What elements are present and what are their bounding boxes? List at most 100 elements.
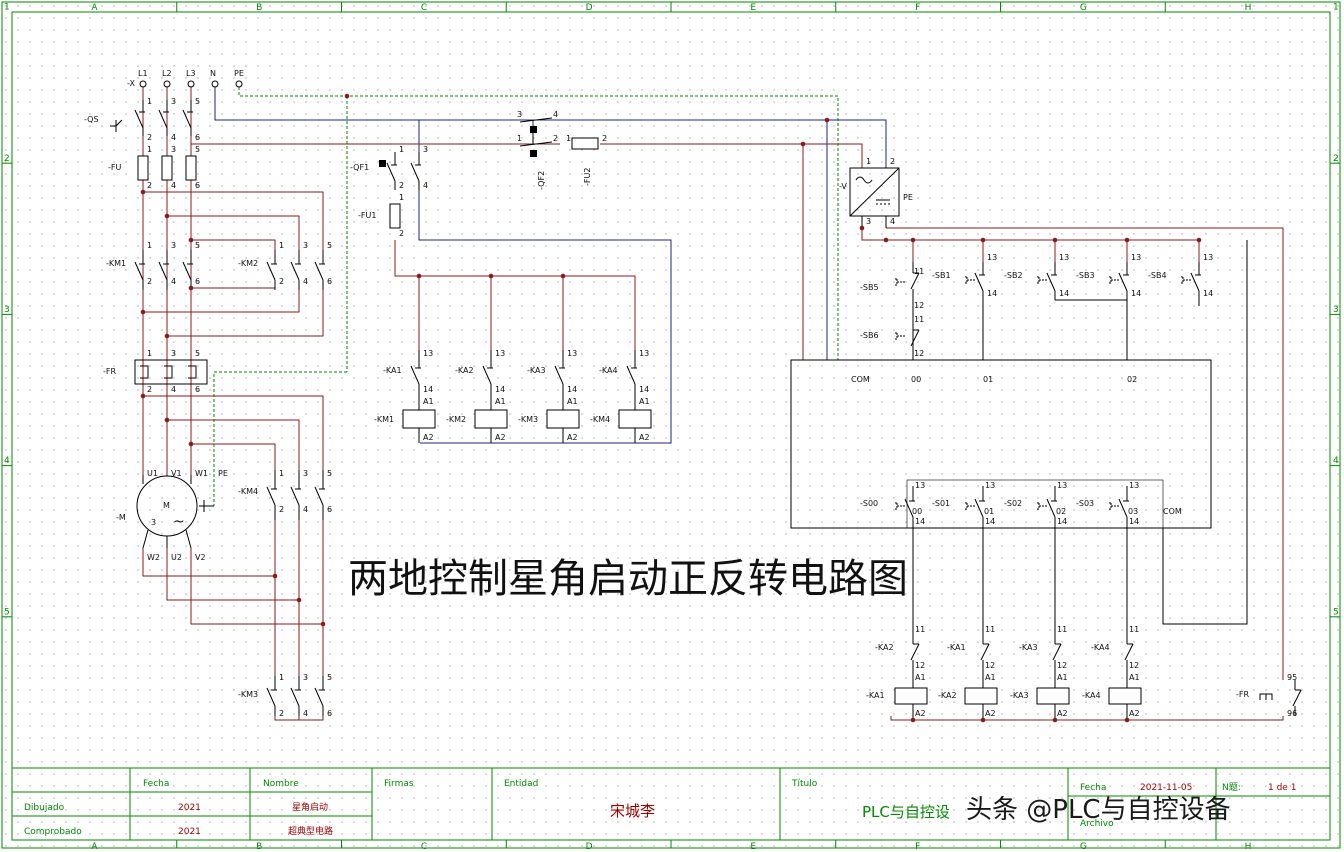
contact-label: -KA4 (599, 366, 618, 375)
coil-body (1108, 687, 1142, 705)
contact-blade (314, 261, 324, 281)
pushbutton-actuator (964, 276, 975, 284)
junction-dot (980, 717, 986, 723)
stop-button-label: -SB6 (860, 331, 879, 340)
coil-label: -KM2 (446, 415, 466, 424)
contact-blade (626, 365, 636, 385)
contact-blade (266, 486, 276, 506)
neutral-wiring (214, 87, 887, 444)
power-supply (849, 167, 900, 228)
tb-comprobado-label: Comprobado (24, 827, 82, 837)
terminal-dot (139, 80, 147, 88)
pushbutton-actuator (964, 502, 975, 510)
pin-number: 5 (195, 145, 200, 154)
frame-row-label: 4 (1333, 456, 1339, 466)
contact-blade (482, 365, 492, 385)
pin-number: 1 (566, 134, 571, 143)
title-block (12, 768, 1330, 840)
pin-number: 3 (866, 217, 871, 226)
pin-number: A2 (915, 709, 926, 718)
contact-blade (266, 687, 276, 707)
contact-blade (980, 643, 990, 661)
label-motor-pe: PE (218, 469, 228, 478)
pin-number: A2 (1057, 709, 1068, 718)
pin-number: 12 (914, 301, 924, 310)
pin-number: 12 (915, 661, 925, 670)
coil-body (964, 687, 998, 705)
pin-number: 14 (985, 517, 995, 526)
junction-dot (164, 333, 170, 339)
pin-number: 3 (171, 145, 176, 154)
pin-number: A2 (423, 433, 434, 442)
pin-number: 4 (553, 110, 558, 119)
pin-number: A1 (639, 397, 650, 406)
coil-body (474, 409, 508, 429)
output-terminal: 02 (1056, 507, 1066, 516)
label-w1: W1 (195, 469, 208, 478)
contact-blade (1052, 643, 1062, 661)
pin-number: 6 (327, 505, 332, 514)
pin-number: 14 (915, 517, 925, 526)
output-terminal: 03 (1128, 507, 1138, 516)
label-psu: -V (839, 182, 847, 191)
junction-dot (560, 273, 566, 279)
output-terminal: 00 (912, 507, 922, 516)
pin-number: 14 (1057, 517, 1067, 526)
ka-coil-label: -KA2 (938, 691, 957, 700)
junction-dot (883, 237, 889, 243)
label-qs: -QS (84, 115, 99, 124)
pin-number: 3 (303, 241, 308, 250)
contact-label: -KA2 (455, 366, 474, 375)
thermal-relay-fr (134, 359, 208, 385)
label-w2: W2 (147, 553, 160, 562)
terminal-label: L2 (162, 69, 172, 78)
contact-label: -KA3 (527, 366, 546, 375)
pushbutton-actuator (1036, 276, 1047, 284)
pin-number: 11 (914, 267, 924, 276)
contact-blade (1124, 643, 1134, 661)
label-u1: U1 (147, 469, 158, 478)
button-label: -SB2 (1004, 271, 1023, 280)
contact-blade (910, 272, 920, 290)
pin-number: 13 (1059, 253, 1069, 262)
pin-number: 13 (567, 349, 577, 358)
tb-entidad-value: 宋城李 (610, 802, 655, 820)
fr-actuator (1259, 693, 1273, 700)
pushbutton-actuator (894, 332, 905, 340)
label-km2: -KM2 (238, 259, 258, 268)
output-label: -S01 (932, 499, 950, 508)
terminal-label: PE (234, 69, 244, 78)
motor-ac: ~ (173, 514, 185, 530)
pin-number: A2 (495, 433, 506, 442)
tb-titulo-header: Título (791, 779, 818, 789)
pushbutton-actuator (1180, 276, 1191, 284)
frame-col-label: D (586, 842, 593, 852)
frame-row-label: 2 (4, 154, 10, 164)
ka-coil-label: -KA1 (866, 691, 885, 700)
label-qf1: -QF1 (350, 163, 369, 172)
output-terminal: 01 (984, 507, 994, 516)
contact-blade (1118, 498, 1128, 518)
contact-blade (910, 643, 920, 661)
junction-dot (188, 285, 194, 291)
pin-number: 1 (399, 145, 404, 154)
pin-number: 1 (866, 157, 871, 166)
pin-number: 3 (171, 241, 176, 250)
contact-blade (910, 329, 920, 347)
frame-col-label: G (1080, 842, 1087, 852)
contact-blade (1190, 272, 1200, 292)
output-label: -S02 (1004, 499, 1022, 508)
pin-number: 5 (327, 469, 332, 478)
junction-dot (488, 273, 494, 279)
junction-dot (1124, 717, 1130, 723)
ka-coil-label: -KA4 (1082, 691, 1101, 700)
pin-number: 14 (987, 289, 997, 298)
contact-blade (974, 272, 984, 292)
pin-number: 13 (639, 349, 649, 358)
pin-number: 3 (303, 469, 308, 478)
pin-number: 11 (1129, 625, 1139, 634)
terminal-label: N (210, 69, 216, 78)
pin-number: 1 (279, 241, 284, 250)
